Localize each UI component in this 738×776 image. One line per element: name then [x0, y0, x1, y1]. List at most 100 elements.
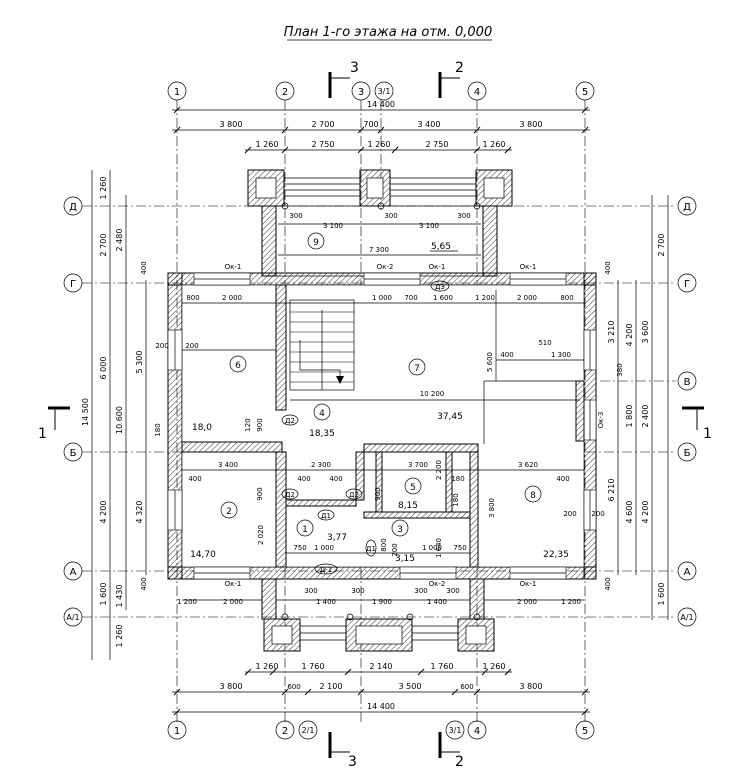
svg-text:300: 300: [384, 212, 397, 220]
section-marker-3-top: 3: [328, 60, 359, 98]
svg-text:10 200: 10 200: [420, 390, 445, 398]
svg-text:А/1: А/1: [680, 613, 693, 622]
dimensions-left: 14 500 1 260 2 700 6 000 4 200 1 600 1 2…: [81, 170, 147, 660]
svg-text:10 600: 10 600: [115, 406, 124, 434]
svg-text:4: 4: [474, 87, 480, 98]
room-8-number: 8: [530, 491, 536, 501]
svg-text:2 000: 2 000: [223, 598, 243, 606]
svg-text:900: 900: [256, 418, 264, 431]
svg-text:4 200: 4 200: [641, 501, 650, 524]
svg-text:4: 4: [474, 726, 480, 737]
svg-text:1: 1: [703, 426, 712, 442]
room-4-number: 4: [319, 409, 325, 419]
bottom-porch: 300 1 400 300 1 900 300 1 400 300 1 200 …: [177, 578, 584, 652]
svg-text:3 800: 3 800: [488, 498, 496, 518]
svg-text:2 750: 2 750: [426, 140, 449, 149]
svg-text:3 600: 3 600: [641, 321, 650, 344]
svg-text:800: 800: [186, 294, 199, 302]
svg-text:1 000: 1 000: [372, 294, 392, 302]
svg-text:200: 200: [563, 510, 576, 518]
svg-text:2 100: 2 100: [320, 682, 343, 691]
svg-text:400: 400: [140, 261, 148, 274]
svg-text:800: 800: [560, 294, 573, 302]
svg-text:300: 300: [304, 587, 317, 595]
dimensions-bottom: 1 260 1 760 2 140 1 760 1 260 3 800 600 …: [172, 662, 590, 716]
svg-text:2: 2: [455, 754, 464, 770]
svg-text:120: 120: [244, 418, 252, 431]
svg-text:2 700: 2 700: [99, 234, 108, 257]
svg-text:3 800: 3 800: [520, 682, 543, 691]
svg-text:1 200: 1 200: [177, 598, 197, 606]
svg-text:1 000: 1 000: [422, 544, 442, 552]
svg-text:А: А: [684, 567, 691, 578]
svg-text:700: 700: [363, 120, 378, 129]
svg-text:4 320: 4 320: [135, 501, 144, 524]
svg-text:2 140: 2 140: [370, 662, 393, 671]
svg-text:1 260: 1 260: [368, 140, 391, 149]
svg-text:3 400: 3 400: [418, 120, 441, 129]
svg-text:400: 400: [140, 577, 148, 590]
svg-text:3 700: 3 700: [408, 461, 428, 469]
svg-text:5: 5: [582, 726, 588, 737]
room-2-area: 14,70: [190, 550, 216, 560]
svg-text:5 300: 5 300: [135, 351, 144, 374]
svg-text:3 100: 3 100: [419, 222, 439, 230]
svg-text:400: 400: [500, 351, 513, 359]
svg-text:5 600: 5 600: [486, 352, 494, 372]
svg-text:3: 3: [348, 754, 357, 770]
svg-text:1 260: 1 260: [256, 662, 279, 671]
svg-text:Ок-1: Ок-1: [429, 263, 446, 271]
svg-text:1: 1: [38, 426, 47, 442]
svg-text:Ок-3: Ок-3: [597, 412, 605, 429]
svg-text:3 400: 3 400: [218, 461, 238, 469]
svg-text:Д: Д: [69, 202, 77, 213]
svg-text:400: 400: [604, 261, 612, 274]
svg-text:1 260: 1 260: [483, 140, 506, 149]
svg-text:400: 400: [188, 475, 201, 483]
room-1-area: 3,77: [327, 533, 347, 543]
svg-text:750: 750: [453, 544, 466, 552]
svg-text:400: 400: [297, 475, 310, 483]
svg-text:6 210: 6 210: [607, 479, 616, 502]
svg-text:1 200: 1 200: [561, 598, 581, 606]
svg-text:3: 3: [358, 87, 364, 98]
svg-text:400: 400: [604, 577, 612, 590]
room-3-area: 3,15: [395, 554, 415, 564]
svg-text:300: 300: [351, 587, 364, 595]
svg-text:2 700: 2 700: [312, 120, 335, 129]
svg-text:3/1: 3/1: [378, 87, 391, 96]
dimensions-top: 14 400 3 800 2 700 700 3 400 3 800 1 260…: [172, 100, 590, 154]
svg-text:Г: Г: [684, 279, 690, 290]
svg-text:14 400: 14 400: [367, 100, 395, 109]
room-4-area: 18,35: [309, 429, 335, 439]
room-1-number: 1: [302, 525, 308, 535]
svg-text:3 100: 3 100: [323, 222, 343, 230]
svg-text:Ок-2: Ок-2: [429, 580, 446, 588]
svg-text:200: 200: [155, 342, 168, 350]
svg-text:Д2: Д2: [285, 491, 295, 499]
svg-text:1 260: 1 260: [99, 177, 108, 200]
svg-text:380: 380: [616, 363, 624, 376]
svg-text:2: 2: [282, 726, 288, 737]
svg-text:2 750: 2 750: [312, 140, 335, 149]
svg-text:4 600: 4 600: [625, 501, 634, 524]
main-walls: [167, 272, 597, 580]
section-marker-3-bottom: 3: [328, 732, 357, 770]
staircase: [289, 299, 355, 391]
svg-text:7 300: 7 300: [369, 246, 389, 254]
room-5-number: 5: [410, 483, 416, 493]
svg-text:3 800: 3 800: [220, 682, 243, 691]
svg-text:Д2: Д2: [349, 491, 359, 499]
svg-text:700: 700: [404, 294, 417, 302]
svg-text:2 000: 2 000: [222, 294, 242, 302]
axis-bubbles-top: 1 2 3 3/1 4 5: [167, 81, 595, 101]
svg-text:Ок-1: Ок-1: [225, 263, 242, 271]
svg-text:180: 180: [452, 493, 460, 506]
svg-text:А/1: А/1: [66, 613, 79, 622]
svg-text:510: 510: [538, 339, 551, 347]
svg-text:Ок-1: Ок-1: [225, 580, 242, 588]
svg-text:3 800: 3 800: [220, 120, 243, 129]
svg-text:Д3: Д3: [435, 283, 445, 291]
svg-text:200: 200: [591, 510, 604, 518]
svg-text:400: 400: [329, 475, 342, 483]
